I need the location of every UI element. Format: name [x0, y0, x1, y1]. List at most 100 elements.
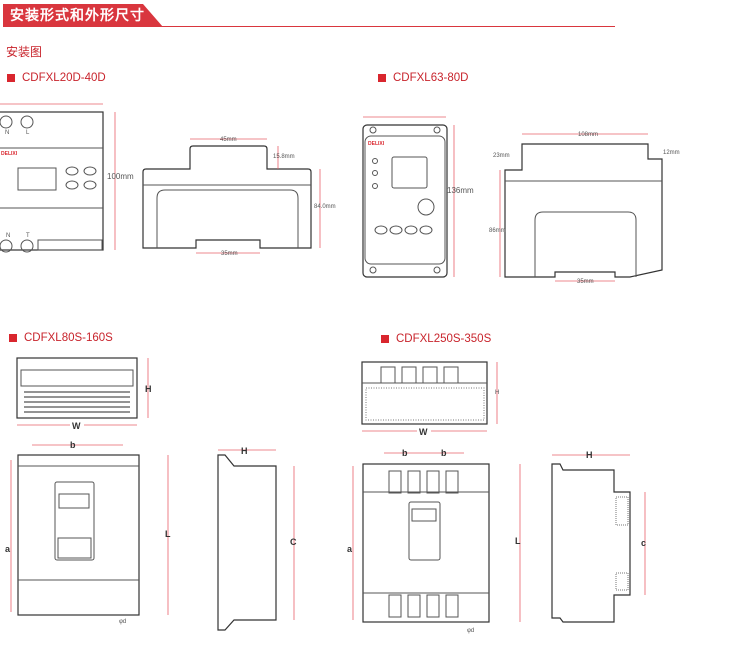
drawing-line — [411, 508, 437, 522]
dimension-label: DELIXI — [368, 141, 385, 147]
model3-top-view: H W — [16, 357, 152, 431]
drawing-line — [407, 594, 421, 618]
drawing-line — [24, 391, 130, 413]
dimension-label: C — [290, 537, 297, 547]
drawing-line — [20, 115, 34, 129]
drawing-line — [83, 180, 97, 190]
drawing-line — [16, 357, 138, 419]
drawing-line — [422, 366, 438, 384]
drawing-line — [391, 156, 428, 189]
bullet-icon — [7, 74, 15, 82]
drawing-line — [408, 501, 441, 561]
drawing-line — [372, 170, 378, 176]
drawing-line — [374, 225, 388, 235]
model4-side-view: H c — [551, 450, 646, 623]
drawing-line — [417, 198, 435, 216]
drawing-line — [57, 537, 92, 559]
dimension-label: H — [495, 390, 499, 396]
drawing-line — [83, 166, 97, 176]
model4-front-view: b b a L φd — [347, 448, 521, 634]
drawing-line — [372, 158, 378, 164]
drawing-line — [17, 454, 140, 616]
dimension-label: 136mm — [447, 186, 474, 195]
drawing-line — [388, 470, 402, 494]
dimension-label: c — [641, 538, 646, 548]
dimension-label: H — [241, 446, 248, 456]
drawing-line — [217, 454, 277, 631]
model-name: CDFXL80S-160S — [24, 332, 113, 344]
dimension-label: b — [70, 440, 76, 450]
dimension-label: 15.8mm — [273, 154, 295, 160]
drawing-line — [417, 425, 431, 436]
drawing-line — [58, 493, 90, 509]
drawing-line — [362, 463, 490, 623]
drawing-line — [142, 145, 312, 249]
dimension-label: N — [6, 233, 10, 239]
drawing-line — [504, 143, 663, 278]
drawing-line — [388, 594, 402, 618]
dimension-label: 35mm — [577, 279, 594, 285]
drawing-line — [20, 369, 134, 387]
dimension-label: b — [402, 448, 408, 458]
section-divider — [150, 26, 615, 27]
drawing-line — [364, 135, 446, 265]
dimension-label: φd — [119, 619, 126, 625]
dimension-label: W — [72, 421, 81, 431]
model-label-2: CDFXL63-80D — [378, 72, 468, 84]
model-label-3: CDFXL80S-160S — [9, 332, 113, 344]
drawing-line — [0, 111, 104, 251]
drawing-line — [404, 225, 418, 235]
drawing-line — [369, 266, 377, 274]
drawing-line — [433, 266, 441, 274]
drawing-line — [443, 366, 459, 384]
model2-side-view: 108mm 23mm 12mm 86mm 35mm — [489, 132, 680, 285]
dimension-label: L — [26, 130, 30, 136]
drawing-line — [65, 166, 79, 176]
drawing-line — [551, 463, 631, 623]
dimension-label: 12mm — [663, 150, 680, 156]
bullet-icon — [378, 74, 386, 82]
drawing-line — [615, 572, 629, 591]
model3-side-view: H C — [217, 446, 297, 631]
drawing-line — [369, 126, 377, 134]
model-name: CDFXL63-80D — [393, 72, 469, 84]
model-name: CDFXL20D-40D — [22, 72, 106, 84]
bullet-icon — [9, 334, 17, 342]
model-label-1: CDFXL20D-40D — [7, 72, 106, 84]
drawing-line — [407, 470, 421, 494]
dimension-label: N — [5, 130, 9, 136]
drawing-line — [445, 594, 459, 618]
dimension-label: 45mm — [220, 137, 237, 143]
dimension-label: 86mm — [489, 228, 506, 234]
section-banner — [3, 4, 163, 27]
drawing-line — [54, 481, 95, 561]
drawing-line — [37, 239, 103, 251]
drawing-line — [17, 167, 57, 191]
dimension-label: a — [347, 544, 353, 554]
drawing-line — [20, 239, 34, 253]
drawing-line — [362, 124, 448, 278]
drawing-line — [426, 594, 440, 618]
subtitle: 安装图 — [6, 45, 43, 59]
drawing-line — [401, 366, 417, 384]
dimension-label: a — [5, 544, 11, 554]
drawing-line — [389, 225, 403, 235]
model4-top-view: H W — [361, 361, 499, 437]
section-title: 安装形式和外形尺寸 — [10, 8, 145, 24]
dimension-label: b — [441, 448, 447, 458]
dimension-label: 100mm — [107, 172, 134, 181]
dimension-label: 35mm — [221, 251, 238, 257]
dimension-label: L — [515, 536, 521, 546]
model2-front-view: DELIXI 136mm — [362, 116, 474, 278]
drawing-line — [65, 180, 79, 190]
dimension-label: φd — [467, 628, 474, 634]
model-name: CDFXL250S-350S — [396, 333, 492, 345]
drawing-line — [426, 470, 440, 494]
dimension-label: 84.0mm — [314, 204, 336, 210]
dimension-label: H — [145, 384, 152, 394]
drawing-line — [615, 496, 629, 526]
model1-side-view: 45mm 15.8mm 84.0mm 35mm — [142, 137, 336, 257]
model-label-4: CDFXL250S-350S — [381, 333, 491, 345]
